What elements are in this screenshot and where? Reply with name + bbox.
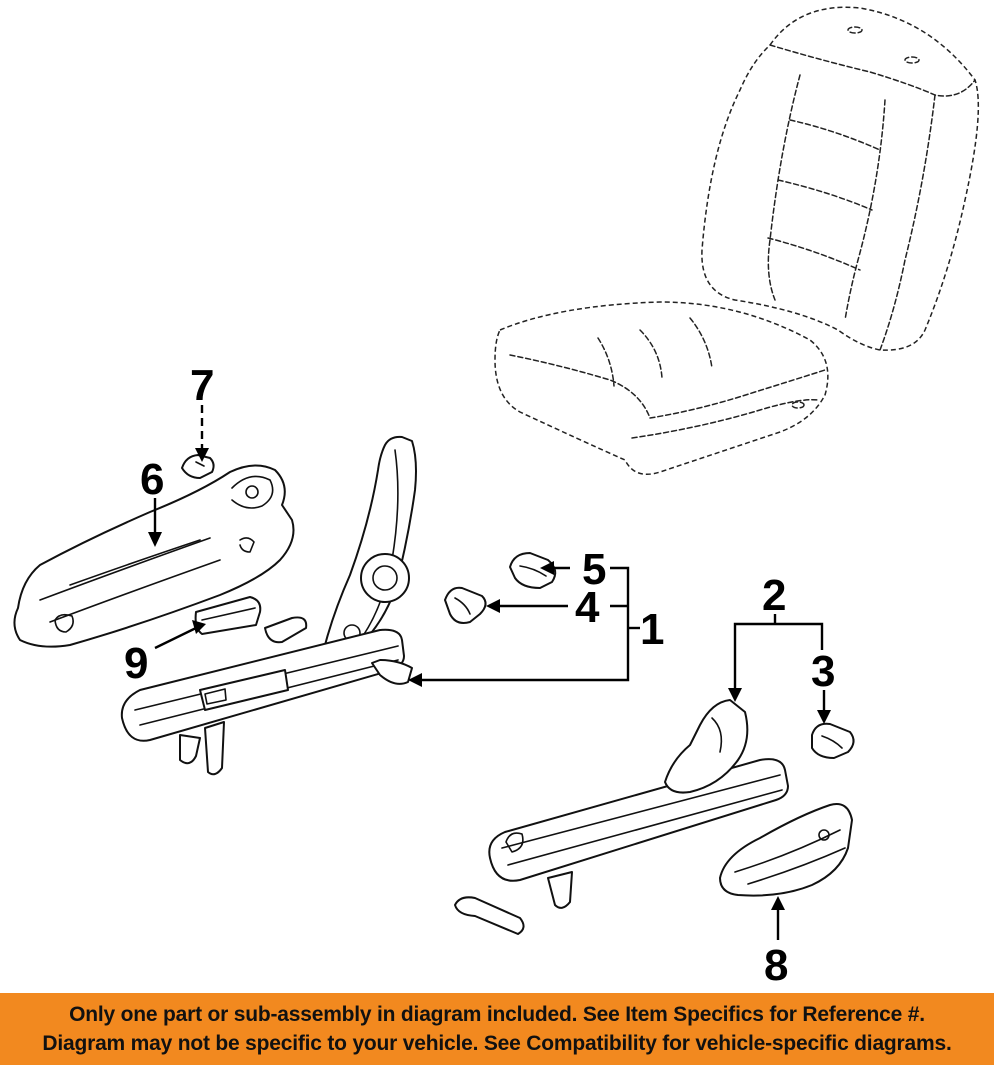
seat-cushion <box>494 301 829 475</box>
callout-8: 8 <box>764 941 788 990</box>
callout-7: 7 <box>190 361 214 410</box>
clip-part-7 <box>181 454 215 479</box>
seat-back <box>701 6 980 351</box>
handle-part-9 <box>194 596 262 635</box>
seat-track-assembly-part-1 <box>120 435 417 776</box>
seat-track-part-2 <box>454 699 789 935</box>
callout-9: 9 <box>124 639 148 688</box>
bracket-part-4 <box>444 586 487 624</box>
disclaimer-line-2: Diagram may not be specific to your vehi… <box>42 1032 952 1055</box>
callout-4: 4 <box>575 583 600 632</box>
callout-6: 6 <box>140 455 164 504</box>
disclaimer-banner: Only one part or sub-assembly in diagram… <box>0 993 994 1065</box>
callout-2: 2 <box>762 571 786 620</box>
callout-5: 5 <box>582 545 606 594</box>
callout-numbers: 1 2 3 4 5 6 7 8 9 <box>124 361 835 990</box>
disclaimer-line-1: Only one part or sub-assembly in diagram… <box>69 1003 925 1026</box>
cap-part-5 <box>509 552 557 589</box>
callout-1: 1 <box>640 605 664 654</box>
callout-3: 3 <box>811 647 835 696</box>
side-cover-part-8 <box>719 803 853 897</box>
trim-cover-part-6 <box>13 464 295 648</box>
parts-diagram: 1 2 3 4 5 6 7 8 9 <box>13 6 980 990</box>
leader-lines <box>148 405 831 940</box>
clip-part-3 <box>811 722 855 759</box>
